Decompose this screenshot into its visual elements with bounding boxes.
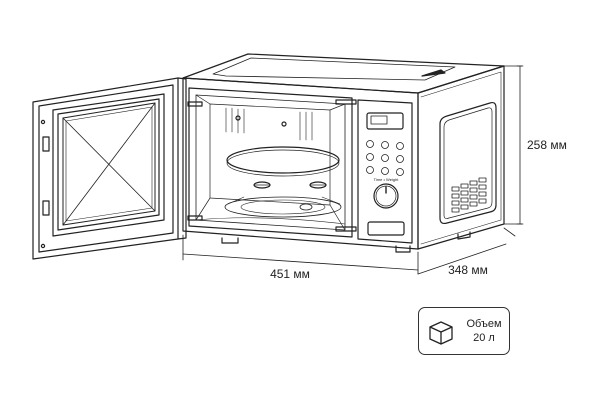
volume-text: Объем 20 л — [459, 317, 509, 345]
volume-badge: Объем 20 л — [418, 307, 510, 355]
volume-label: Объем — [466, 318, 502, 330]
cube-icon — [429, 321, 453, 345]
front-face — [182, 77, 419, 250]
control-panel — [357, 99, 413, 244]
volume-value: 20 л — [473, 332, 495, 344]
depth-label: 348 мм — [448, 263, 488, 277]
knob-label: Time • Weight — [374, 177, 400, 182]
dimension-lines — [182, 65, 524, 275]
width-label: 451 мм — [270, 267, 310, 281]
open-door — [32, 77, 187, 260]
height-label: 258 мм — [527, 138, 567, 152]
